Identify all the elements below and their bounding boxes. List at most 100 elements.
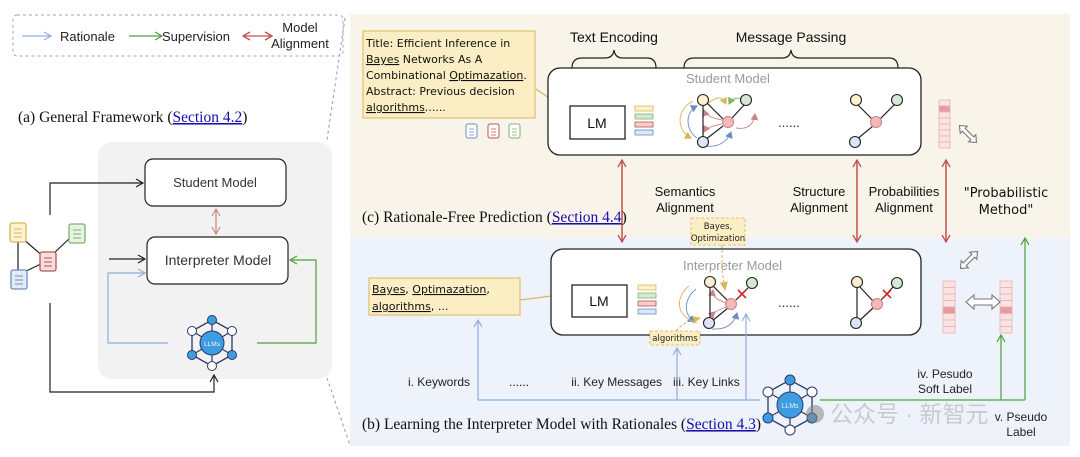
watermark-text: 公众号 · 新智元 [830,401,988,427]
legend-rationale-label: Rationale [60,29,115,44]
document-icon-green [508,123,521,139]
probability-cell [938,141,951,149]
probability-cell [999,319,1013,327]
probability-cell [999,280,1013,288]
interpreter-probability-vector [942,280,956,334]
paper-text-line-4: Abstract: Previous decision [366,85,515,98]
key-messages-label: ii. Key Messages [571,375,662,389]
paper-text-note [362,30,536,119]
legend-supervision-label: Supervision [162,29,230,44]
student-model-box [144,158,287,207]
keywords-label: i. Keywords [408,375,470,389]
pseudo-label-label-1: v. Pseudo [995,410,1048,424]
keywords-note [368,277,521,316]
student-graph-message-passing [679,93,759,149]
panel-b-caption: (b) Learning the Interpreter Model with … [362,416,761,433]
probability-cell [942,280,956,288]
double-arrow-icon [958,124,978,144]
semantics-alignment-label-2: Alignment [656,200,714,215]
paper-text-line-3: Combinational Optimazation. [366,69,527,82]
paper-text-line-1: Title: Efficient Inference in [365,37,510,50]
dots-label: ...... [509,375,529,389]
double-arrow-horizontal-icon [965,293,1001,311]
probability-cell [942,313,956,321]
text-encoding-brace [571,49,657,69]
probability-cell [942,326,956,334]
structure-alignment-label-1: Structure [793,184,846,199]
section-4-3-link[interactable]: Section 4.3 [686,416,756,433]
lm-label: LM [589,293,608,309]
zoom-connector-top [326,17,346,141]
probability-cell [942,293,956,301]
document-icon-blue [10,269,28,290]
lm-box [569,105,626,140]
llm-label: LLMs [781,403,799,410]
student-graph-final [848,93,904,149]
ellipsis: ...... [778,115,800,130]
paper-text-line-5: algorithms...... [366,101,446,114]
input-to-student-arrow [49,178,145,215]
ellipsis: ...... [778,295,800,310]
probability-cell [942,306,956,314]
probability-cell [999,300,1013,308]
algorithms-tag-label: algorithms [652,334,698,344]
llm-icon: LLMs [762,374,818,436]
pseudo-label-vector [999,280,1013,334]
llm-icon: LLMs [187,315,237,371]
probability-cell [999,326,1013,334]
text-encoding-label: Text Encoding [570,29,658,45]
pseudo-label-label-2: Label [1006,425,1035,439]
bayes-tag-line-1: Bayes, [704,222,732,232]
lm-box [571,284,628,318]
probability-cell [938,111,951,119]
legend-alignment-label-1: Model [282,20,318,35]
probability-cell [938,123,951,131]
paper-text: Title: Efficient Inference in Bayes Netw… [365,37,527,114]
probabilities-alignment-label-2: Alignment [875,200,933,215]
bayes-optimization-tag [690,217,746,246]
document-graph-icon [9,222,86,290]
section-4-4-link[interactable]: Section 4.4 [552,209,622,226]
document-icon-green [68,223,86,244]
rationale-arrow [107,268,168,344]
interpreter-model-title: Interpreter Model [683,258,782,273]
algorithms-tag [649,330,701,346]
document-icon-yellow [9,222,27,243]
probability-cell [999,293,1013,301]
document-icons-row [465,123,521,139]
probability-cell [999,287,1013,295]
llm-label: LLMs [204,341,221,348]
panel-c-caption: (c) Rationale-Free Prediction (Section 4… [362,209,627,226]
document-icon-red [487,123,500,139]
probability-cell [938,99,951,107]
student-model-title: Student Model [686,71,770,86]
message-passing-brace [683,49,899,69]
student-model-label: Student Model [173,175,257,190]
paper-text-line-2: Bayes Networks As A [366,53,483,66]
interpreter-model-label: Interpreter Model [165,252,272,268]
lm-label: LM [587,115,606,131]
section-4-2-link[interactable]: Section 4.2 [173,109,243,126]
embedding-bars [634,105,654,136]
double-arrow-diagonal-icon [959,250,979,270]
student-probability-vector [938,99,951,149]
probability-cell [999,306,1013,314]
watermark: 公众号 · 新智元 [806,401,988,427]
probabilistic-method-label-2: Method" [979,203,1034,218]
interpreter-graph-message-passing [679,275,759,330]
panel-c: Title: Efficient Inference in Bayes Netw… [362,29,1048,244]
bayes-tag-arrow [719,245,728,291]
supervision-arrow [257,255,317,344]
keywords-line-2: algorithms, ... [372,300,448,313]
legend: Rationale Supervision Model Alignment [12,14,344,57]
legend-alignment-label-2: Alignment [271,36,329,51]
probabilities-alignment-label-1: Probabilities [869,184,940,199]
probability-cell [999,313,1013,321]
panel-b: Bayes, Optimazation, algorithms, ... Int… [362,217,1048,439]
structure-alignment-label-2: Alignment [790,200,848,215]
probability-cell [938,105,951,113]
interpreter-graph-final [849,275,904,330]
probability-cell [938,117,951,125]
message-passing-label: Message Passing [736,29,847,45]
